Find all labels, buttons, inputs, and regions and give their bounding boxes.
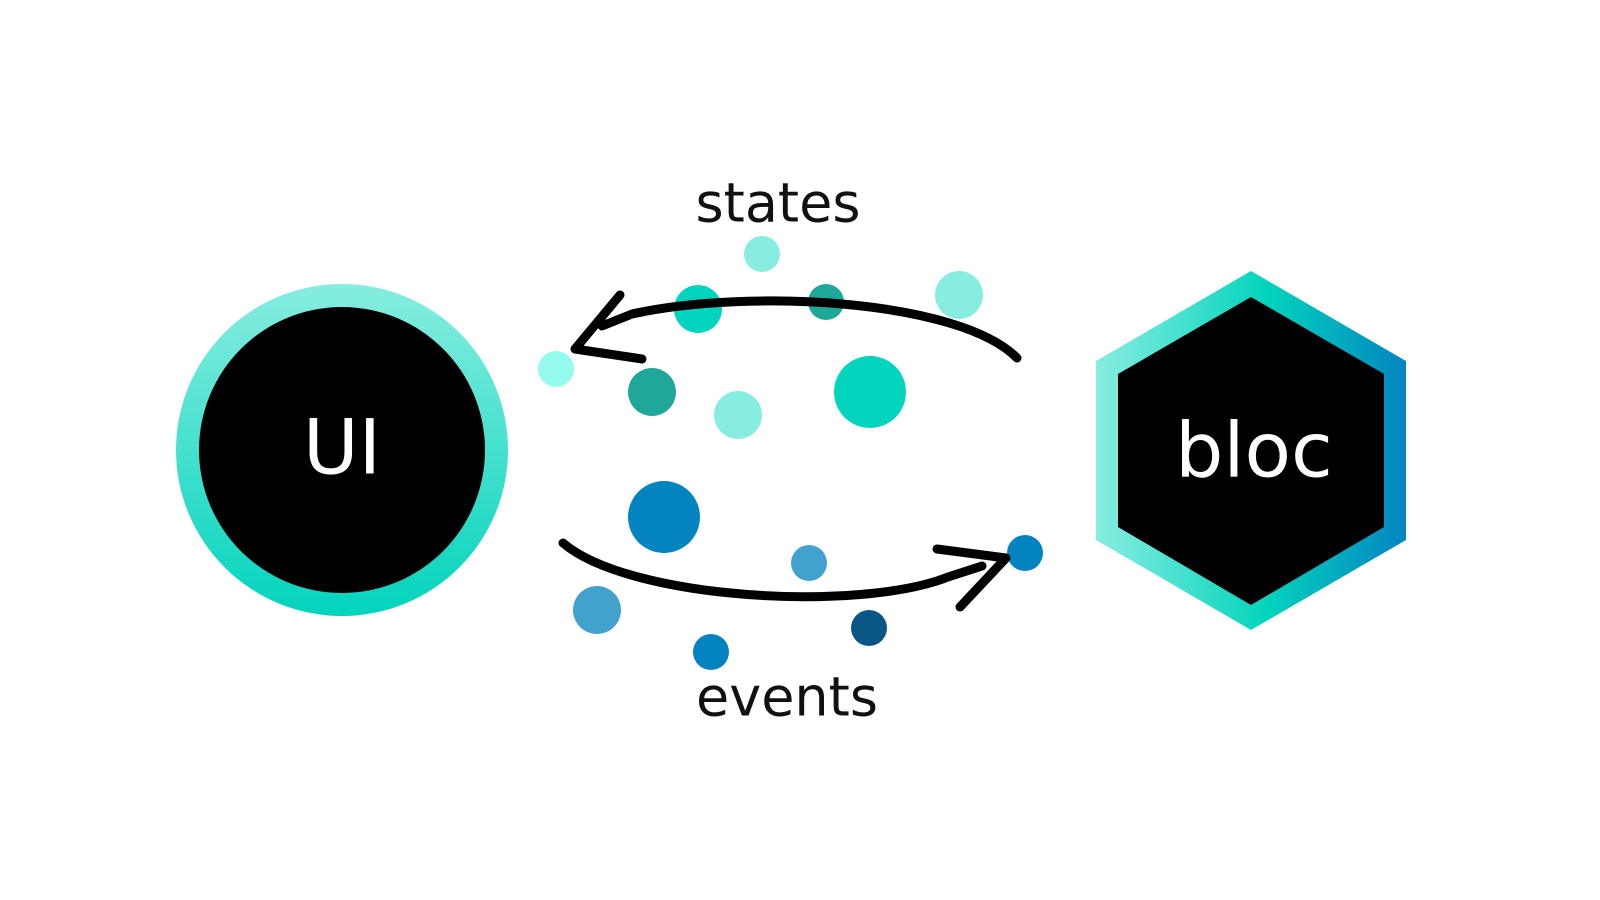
event-particle xyxy=(573,586,621,634)
event-particle xyxy=(628,481,700,553)
events-arrow-curve xyxy=(558,538,987,602)
state-particle xyxy=(714,391,762,439)
ui-node: UI xyxy=(176,284,508,616)
states-arrow xyxy=(570,290,1022,364)
ui-node-core xyxy=(199,307,485,593)
events-label: events xyxy=(696,666,878,729)
state-particle xyxy=(628,368,676,416)
event-particle xyxy=(693,634,729,670)
event-particle xyxy=(851,610,887,646)
states-arrow-head xyxy=(570,290,647,364)
events-arrow-head xyxy=(932,544,1011,612)
event-particle xyxy=(791,545,827,581)
state-particle xyxy=(674,285,722,333)
bloc-node-label: bloc xyxy=(1175,406,1333,495)
states-particles xyxy=(538,236,983,439)
bloc-node-core xyxy=(1118,297,1384,605)
bloc-node: bloc xyxy=(1096,271,1406,630)
state-particle xyxy=(744,236,780,272)
state-particle xyxy=(935,271,983,319)
events-arrow xyxy=(558,538,1011,612)
ui-node-label: UI xyxy=(303,403,381,492)
state-particle xyxy=(538,351,574,387)
state-particle xyxy=(834,356,906,428)
states-arrow-curve xyxy=(597,296,1022,363)
event-particle xyxy=(1007,535,1043,571)
events-particles xyxy=(573,481,1043,670)
states-label: states xyxy=(696,172,861,235)
